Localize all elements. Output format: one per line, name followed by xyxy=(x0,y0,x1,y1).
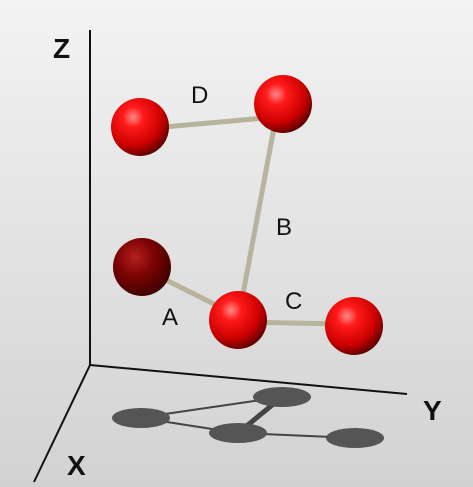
floor-projection xyxy=(112,387,384,448)
shadow-atom-3 xyxy=(326,428,384,448)
shadow-atom-4 xyxy=(253,387,311,407)
atom-5 xyxy=(325,297,383,355)
z-axis-label: Z xyxy=(53,33,70,64)
bond-label-d: D xyxy=(191,82,208,109)
bond-d xyxy=(163,114,277,130)
bond-label-a: A xyxy=(162,304,178,331)
y-axis-line xyxy=(89,364,408,395)
bond-label-c: C xyxy=(285,288,302,315)
atom-4 xyxy=(209,291,267,349)
atom-1 xyxy=(111,98,169,156)
x-axis-line xyxy=(33,364,91,483)
atom-2 xyxy=(254,75,312,133)
y-axis-label: Y xyxy=(423,395,442,426)
atom-3 xyxy=(113,238,171,296)
x-axis-label: X xyxy=(67,450,86,481)
bond-label-b: B xyxy=(276,214,292,241)
shadow-atom-2 xyxy=(209,423,267,443)
bond-b xyxy=(237,116,279,311)
shadow-atom-1 xyxy=(112,408,170,428)
